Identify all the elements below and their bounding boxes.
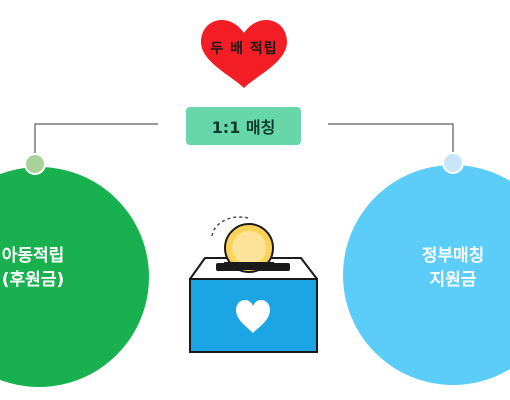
right-circle [343,165,510,385]
right-circle-line2: 지원금 [429,270,477,290]
left-circle [0,167,149,387]
left-connector-dot [24,153,46,175]
donation-box-icon [189,216,318,353]
right-connector-dot [442,152,464,174]
box-heart-icon [236,300,270,333]
match-label: 1:1 매칭 [211,118,276,137]
left-connector-line [34,123,158,160]
left-circle-text: 아동적립 (후원금) [0,244,88,292]
heart-icon [201,20,287,88]
match-box: 1:1 매칭 [186,107,301,145]
heart-label: 두 배 적립 [210,41,278,57]
right-circle-text: 정부매칭 지원금 [398,244,508,292]
left-circle-line1: 아동적립 [1,246,65,266]
right-connector-line [328,123,454,160]
right-circle-line1: 정부매칭 [421,246,485,266]
coin-icon [224,223,274,273]
left-circle-line2: (후원금) [1,270,65,290]
